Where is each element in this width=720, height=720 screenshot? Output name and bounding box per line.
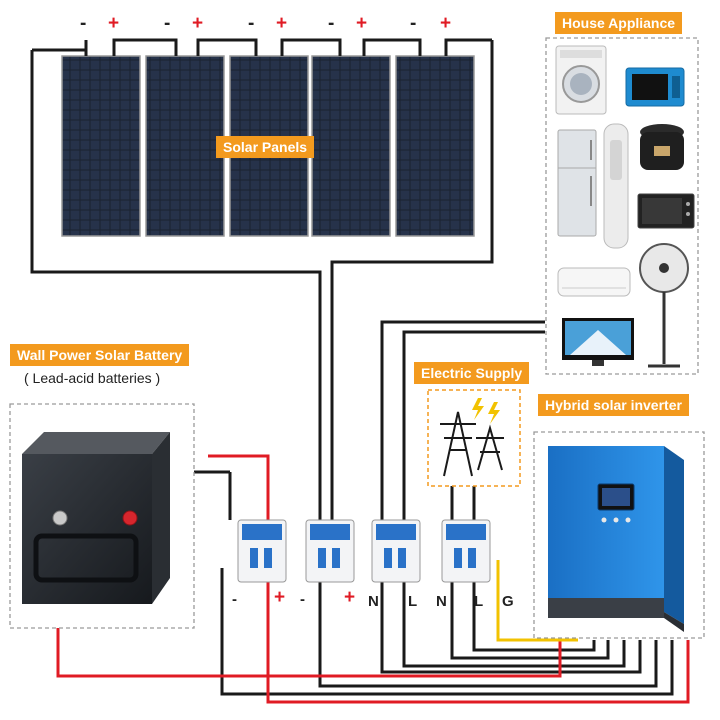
battery-image bbox=[22, 432, 170, 604]
panel-4-negative: - bbox=[328, 13, 335, 34]
electric-supply-label: Electric Supply bbox=[414, 362, 530, 384]
breaker-1 bbox=[237, 519, 287, 583]
lightning-icon bbox=[472, 398, 500, 424]
panel-1-negative: - bbox=[80, 13, 87, 34]
standing-fan-icon bbox=[639, 243, 689, 368]
air-purifier-tower-icon bbox=[603, 123, 629, 249]
panel-5-positive: + bbox=[440, 13, 452, 34]
solar-panel bbox=[145, 55, 225, 237]
terminal-grid-l: L bbox=[474, 593, 484, 610]
battery-subtitle: ( Lead-acid batteries ) bbox=[24, 370, 161, 386]
panel-2-positive: + bbox=[192, 13, 204, 34]
solar-panel bbox=[395, 55, 475, 237]
terminal-pv-minus: - bbox=[300, 591, 305, 608]
terminal-pv-plus: + bbox=[344, 587, 356, 608]
panel-5-negative: - bbox=[410, 13, 417, 34]
breaker-3 bbox=[371, 519, 421, 583]
rice-cooker-icon bbox=[640, 124, 684, 170]
solar-panel bbox=[311, 55, 391, 237]
television-icon bbox=[562, 318, 634, 366]
black-wires bbox=[30, 40, 674, 696]
oven-icon bbox=[637, 193, 695, 229]
panel-3-positive: + bbox=[276, 13, 288, 34]
inverter-label: Hybrid solar inverter bbox=[538, 394, 689, 416]
microwave-oven-icon bbox=[625, 67, 685, 107]
red-wires bbox=[56, 454, 690, 704]
inverter-image bbox=[548, 446, 684, 632]
terminal-load-n: N bbox=[368, 593, 379, 610]
solar-panel bbox=[61, 55, 141, 237]
panel-3-negative: - bbox=[248, 13, 255, 34]
electric-supply-box bbox=[427, 389, 521, 487]
washing-machine-icon bbox=[555, 45, 607, 115]
panel-jumpers bbox=[84, 38, 492, 56]
refrigerator-icon bbox=[557, 129, 597, 237]
breaker-group bbox=[237, 519, 491, 583]
panel-4-positive: + bbox=[356, 13, 368, 34]
ground-wire bbox=[496, 560, 578, 642]
terminal-ground-g: G bbox=[502, 593, 514, 610]
house-appliance-label: House Appliance bbox=[555, 12, 683, 34]
panel-1-positive: + bbox=[108, 13, 120, 34]
terminal-battery-plus: + bbox=[274, 587, 286, 608]
solar-panels-label: Solar Panels bbox=[216, 136, 315, 158]
breaker-2 bbox=[305, 519, 355, 583]
panel-2-negative: - bbox=[164, 13, 171, 34]
breaker-4 bbox=[441, 519, 491, 583]
battery-title-label: Wall Power Solar Battery bbox=[10, 344, 190, 366]
transmission-tower-icon bbox=[440, 411, 504, 477]
air-conditioner-icon bbox=[557, 267, 631, 297]
terminal-load-l: L bbox=[408, 593, 418, 610]
terminal-battery-minus: - bbox=[232, 591, 237, 608]
terminal-grid-n: N bbox=[436, 593, 447, 610]
